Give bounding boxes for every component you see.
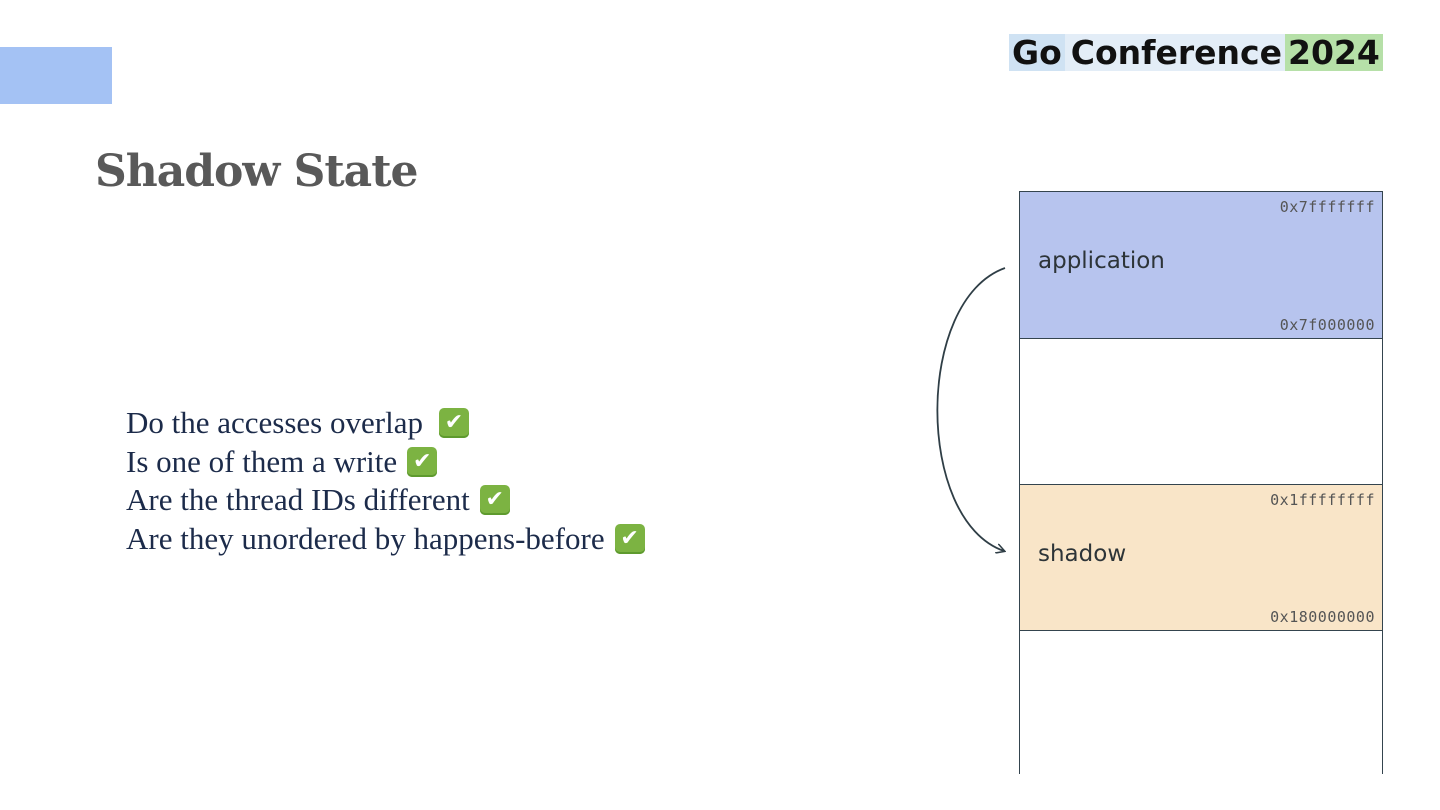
empty-region <box>1020 338 1382 484</box>
checklist-item: Are they unordered by happens-before ✔ <box>126 520 645 559</box>
checklist-item: Are the thread IDs different ✔ <box>126 481 645 520</box>
check-mark-icon: ✔ <box>407 446 438 477</box>
accent-block <box>0 47 112 104</box>
shadow-addr-high: 0x1ffffffff <box>1270 491 1375 509</box>
logo-word-go: Go <box>1009 34 1065 71</box>
checklist-item: Do the accesses overlap ✔ <box>126 404 645 443</box>
slide-title: Shadow State <box>95 146 419 197</box>
race-condition-checklist: Do the accesses overlap ✔ Is one of them… <box>126 404 645 558</box>
check-mark-icon: ✔ <box>479 485 510 516</box>
checklist-item-text: Do the accesses overlap <box>126 405 423 440</box>
shadow-region: 0x1ffffffff shadow 0x180000000 <box>1020 484 1382 630</box>
shadow-label: shadow <box>1038 541 1127 567</box>
application-label: application <box>1038 248 1165 274</box>
check-mark-icon: ✔ <box>438 408 469 439</box>
shadow-addr-low: 0x180000000 <box>1270 608 1375 626</box>
checklist-item: Is one of them a write ✔ <box>126 443 645 482</box>
application-addr-high: 0x7fffffff <box>1279 198 1375 216</box>
checklist-item-text: Are the thread IDs different <box>126 482 470 517</box>
arrow-curve <box>936 267 1005 551</box>
checklist-item-text: Are they unordered by happens-before <box>126 520 605 556</box>
empty-region <box>1020 630 1382 774</box>
check-mark-icon: ✔ <box>614 523 645 554</box>
application-addr-low: 0x7f000000 <box>1279 316 1375 334</box>
memory-map: 0x7fffffff application 0x7f000000 0x1fff… <box>1019 191 1383 774</box>
logo-word-year: 2024 <box>1284 34 1383 71</box>
application-region: 0x7fffffff application 0x7f000000 <box>1020 192 1382 338</box>
logo-word-conference: Conference <box>1064 34 1285 71</box>
checklist-item-text: Is one of them a write <box>126 443 398 479</box>
